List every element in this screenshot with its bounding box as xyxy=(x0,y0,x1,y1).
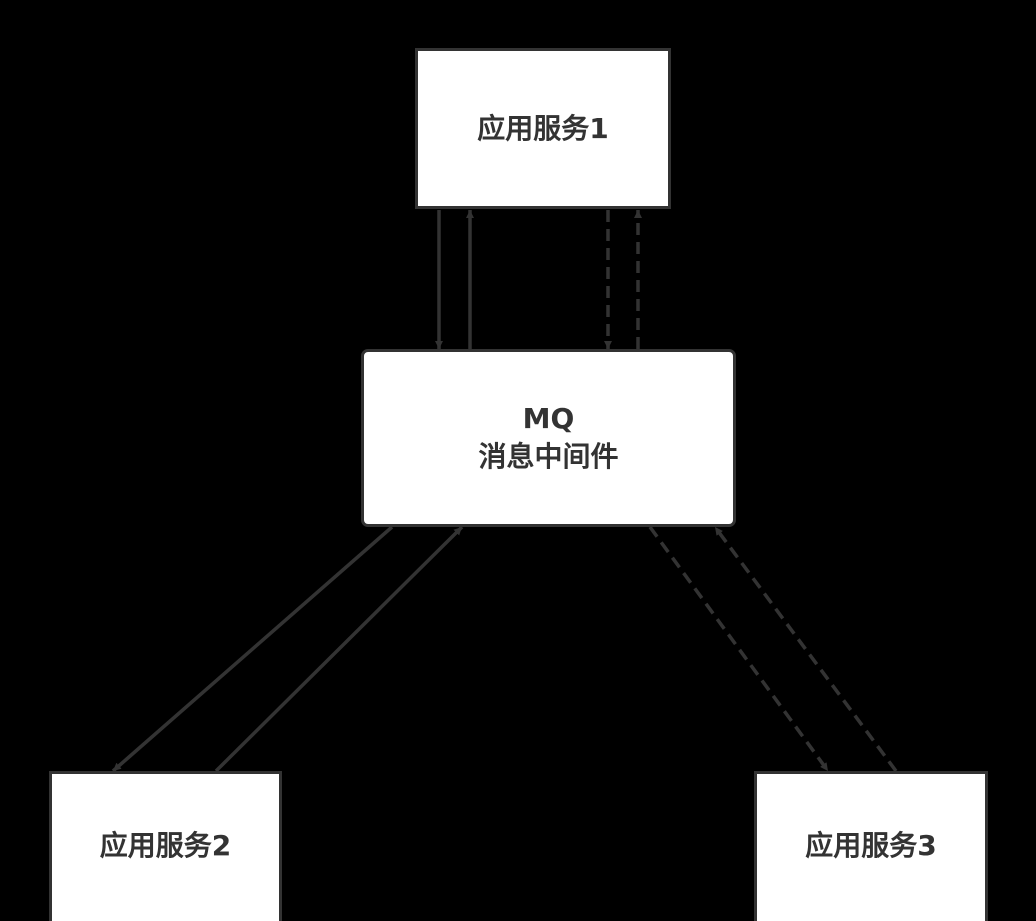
edge-mq-to-service-2 xyxy=(111,525,394,773)
app-service-1-node: 应用服务1 xyxy=(415,48,671,209)
app-service-1-label: 应用服务1 xyxy=(477,111,609,145)
app-service-2-node: 应用服务2 xyxy=(49,771,282,921)
edge-service-3-to-mq xyxy=(713,525,898,773)
mq-subtitle: 消息中间件 xyxy=(478,440,619,473)
mq-title: MQ xyxy=(522,402,575,436)
edge-mq-to-service-3 xyxy=(648,525,830,773)
app-service-2-label: 应用服务2 xyxy=(99,829,232,863)
app-service-3-label: 应用服务3 xyxy=(805,829,937,863)
edge-service-2-to-mq xyxy=(214,525,464,773)
app-service-3-node: 应用服务3 xyxy=(754,771,988,921)
mq-middleware-node: MQ 消息中间件 xyxy=(361,349,736,527)
